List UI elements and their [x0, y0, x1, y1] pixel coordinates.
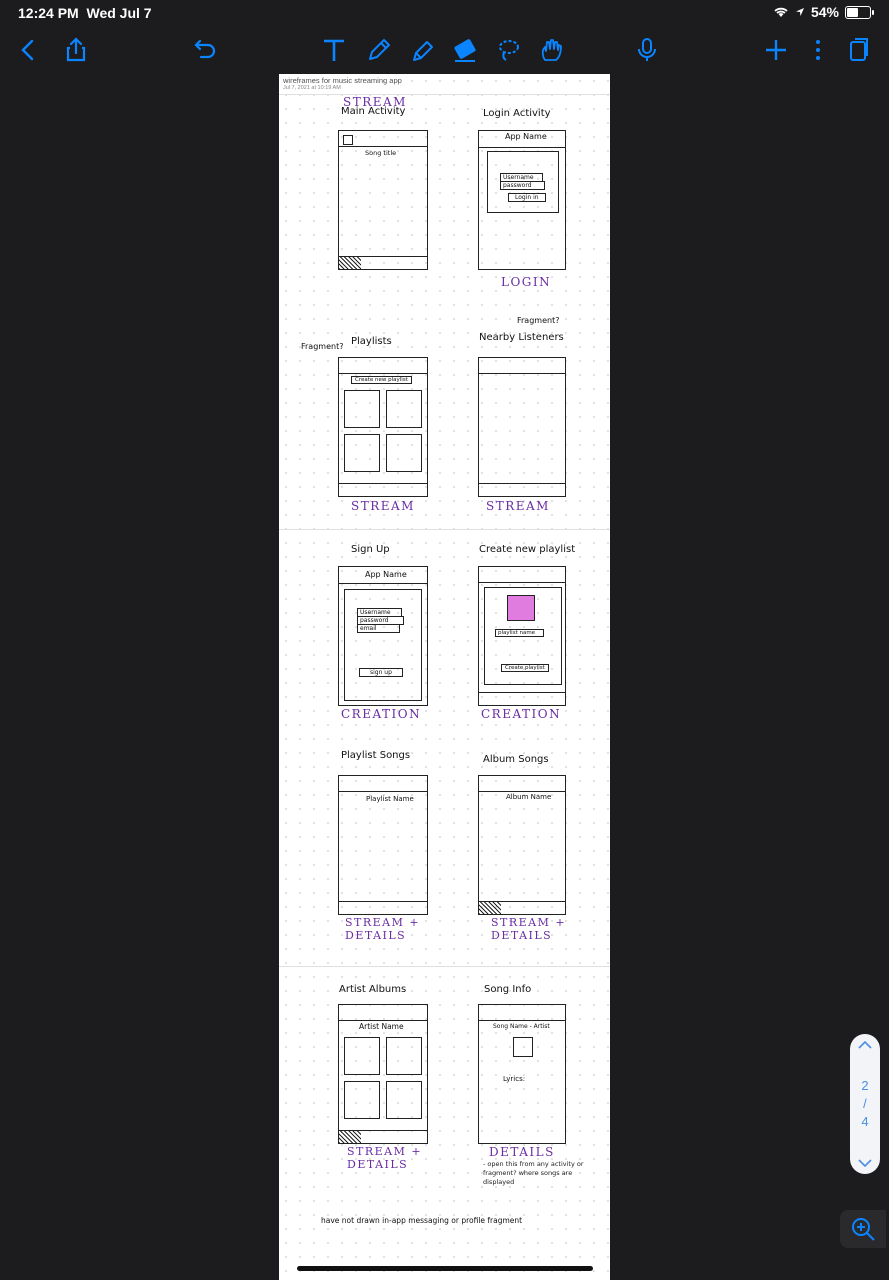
fragment-note-2: Fragment? — [517, 316, 560, 325]
home-indicator[interactable] — [297, 1266, 593, 1271]
wireframe-nearby — [478, 357, 566, 497]
label-create-playlist: Create new playlist — [479, 544, 576, 555]
text-icon[interactable] — [318, 34, 350, 66]
login-app-name: App Name — [505, 132, 547, 141]
status-right: 54% — [773, 4, 874, 20]
signup-button: sign up — [359, 668, 403, 677]
playlist-name-header: Playlist Name — [366, 795, 414, 803]
tag-stream-nearby: STREAM — [486, 499, 550, 513]
wireframe-song-info — [478, 1004, 566, 1144]
current-page: 2 — [861, 1078, 869, 1093]
page-indicator: 2 / 4 — [861, 1077, 868, 1131]
tag-login: LOGIN — [501, 275, 552, 289]
tag-stream-details-1: STREAM + DETAILS — [345, 916, 421, 942]
page-date: Jul 7, 2021 at 10:19 AM — [283, 85, 341, 91]
fragment-note: Fragment? — [301, 342, 344, 351]
song-name-artist-header: Song Name - Artist — [493, 1023, 550, 1030]
share-icon[interactable] — [60, 34, 92, 66]
highlighter-icon[interactable] — [406, 34, 438, 66]
label-playlist-songs: Playlist Songs — [341, 750, 411, 761]
label-sign-up: Sign Up — [351, 544, 390, 555]
tag-stream-playlists: STREAM — [351, 499, 415, 513]
wireframe-main — [338, 130, 428, 270]
chevron-down-icon[interactable] — [857, 1158, 873, 1168]
create-playlist-btn: Create playlist — [501, 664, 549, 672]
label-playlists: Playlists — [351, 336, 392, 347]
label-login-activity: Login Activity — [483, 108, 551, 119]
page-separator: / — [863, 1096, 867, 1111]
zoom-in-icon[interactable] — [850, 1216, 876, 1242]
chevron-up-icon[interactable] — [857, 1040, 873, 1050]
label-nearby-listeners: Nearby Listeners — [479, 332, 564, 343]
tag-details: DETAILS — [489, 1145, 555, 1159]
album-name-header: Album Name — [506, 793, 552, 801]
signup-email: email — [357, 624, 400, 633]
wireframe-album-songs — [478, 775, 566, 915]
label-artist-albums: Artist Albums — [339, 984, 407, 995]
status-time: 12:24 PM Wed Jul 7 — [18, 5, 152, 21]
label-main-activity: Main Activity — [341, 106, 406, 117]
footer-note: have not drawn in-app messaging or profi… — [321, 1216, 523, 1225]
hand-icon[interactable] — [535, 34, 567, 66]
back-icon[interactable] — [12, 34, 44, 66]
location-icon — [795, 8, 804, 16]
label-album-songs: Album Songs — [483, 754, 549, 765]
lyrics-label: Lyrics: — [503, 1075, 526, 1083]
pages-icon[interactable] — [843, 34, 875, 66]
pen-icon[interactable] — [363, 34, 395, 66]
tag-creation-create: CREATION — [481, 707, 562, 721]
tag-creation-signup: CREATION — [341, 707, 422, 721]
page-scroller[interactable]: 2 / 4 — [850, 1034, 880, 1174]
login-button: Login in — [508, 193, 546, 202]
status-bar: 12:24 PM Wed Jul 7 54% — [0, 0, 889, 26]
notebook-page[interactable]: wireframes for music streaming app Jul 7… — [279, 74, 610, 1280]
tag-stream-details-3: STREAM + DETAILS — [347, 1145, 423, 1171]
wifi-icon — [774, 7, 788, 17]
add-icon[interactable] — [760, 34, 792, 66]
page-title: wireframes for music streaming app — [283, 76, 402, 85]
toolbar — [0, 28, 889, 72]
mic-icon[interactable] — [631, 34, 663, 66]
wireframe-artist-albums — [338, 1004, 428, 1144]
details-note: - open this from any activity or fragmen… — [483, 1160, 584, 1186]
battery-percent: 54% — [810, 4, 839, 20]
login-password: password — [500, 181, 545, 190]
zoom-button[interactable] — [840, 1210, 886, 1248]
tag-stream-main: STREAM — [343, 95, 407, 109]
wireframe-create-playlist — [478, 566, 566, 706]
label-song-info: Song Info — [484, 984, 532, 995]
create-new-playlist-btn: Create new playlist — [351, 376, 412, 384]
playlist-name-field: playlist name — [495, 629, 545, 637]
total-pages: 4 — [861, 1114, 869, 1129]
lasso-icon[interactable] — [492, 34, 524, 66]
wireframe-playlists — [338, 357, 428, 497]
wireframe-signup — [338, 566, 428, 706]
more-icon[interactable] — [802, 34, 834, 66]
tag-stream-details-2: STREAM + DETAILS — [491, 916, 567, 942]
song-title-main: Song title — [365, 149, 397, 157]
eraser-icon[interactable] — [449, 34, 481, 66]
undo-icon[interactable] — [189, 34, 221, 66]
wireframe-login — [478, 130, 566, 270]
wireframe-playlist-songs — [338, 775, 428, 915]
battery-icon — [845, 5, 874, 19]
artist-name-header: Artist Name — [359, 1022, 404, 1031]
signup-app-name: App Name — [365, 570, 407, 579]
